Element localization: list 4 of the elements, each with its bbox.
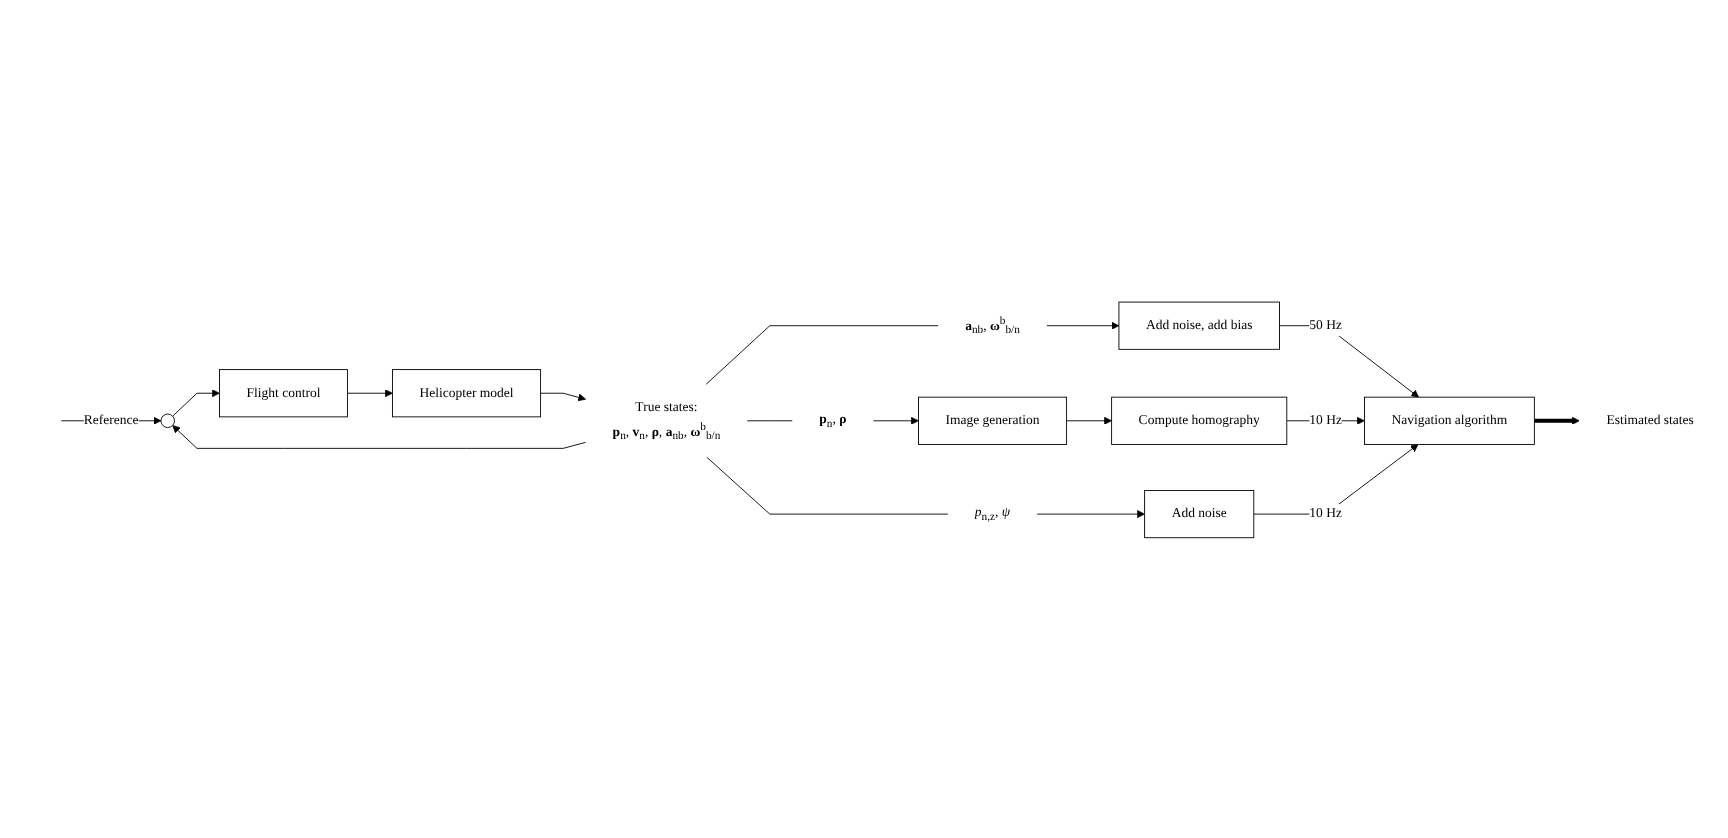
node-circle	[160, 413, 175, 428]
arrow	[1534, 416, 1580, 425]
connector	[705, 325, 939, 385]
connector	[706, 456, 949, 515]
